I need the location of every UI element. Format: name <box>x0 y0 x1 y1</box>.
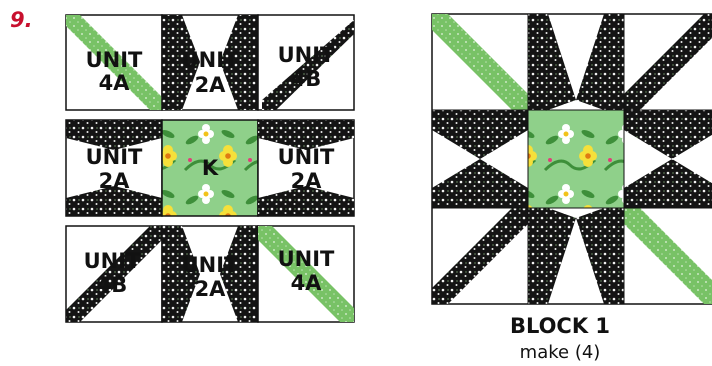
unit-2a-bottom-label-2: 2A <box>195 277 227 301</box>
unit-2a-label-2: 2A <box>195 73 227 97</box>
unit-4b-bottom-label-1: UNIT <box>84 249 141 273</box>
unit-2a-left-label-2: 2A <box>99 169 131 193</box>
unit-4a-bottom-label-2: 4A <box>291 271 323 295</box>
k-label: K <box>202 156 219 180</box>
unit-2a-left: UNIT 2A <box>66 120 162 216</box>
unit-4b-label-2: 4B <box>291 67 322 91</box>
block-quantity-note: make (4) <box>500 342 620 363</box>
unit-2a-right: UNIT 2A <box>258 120 354 216</box>
unit-2a-right-label-1: UNIT <box>278 145 335 169</box>
unit-4b-top: UNIT 4B <box>258 15 354 110</box>
unit-4b-bottom: UNIT 4B <box>66 226 162 322</box>
finished-block <box>432 14 712 304</box>
unit-4a-bottom: UNIT 4A <box>258 226 354 322</box>
unit-2a-label-1: UNIT <box>182 48 239 72</box>
unit-2a-left-label-1: UNIT <box>86 145 143 169</box>
unit-2a-bottom: UNIT 2A <box>162 226 258 322</box>
unit-2a-right-label-2: 2A <box>291 169 323 193</box>
unit-4a-bottom-label-1: UNIT <box>278 247 335 271</box>
unit-layout: UNIT 4A UNIT 2A UNIT 4B UNIT 2A K <box>66 15 354 322</box>
unit-4a-label-1: UNIT <box>86 48 143 72</box>
square-k: K <box>162 120 258 216</box>
unit-2a-top: UNIT 2A <box>162 15 258 110</box>
unit-4b-bottom-label-2: 4B <box>97 273 128 297</box>
unit-4b-label-1: UNIT <box>278 43 335 67</box>
unit-2a-bottom-label-1: UNIT <box>182 253 239 277</box>
unit-4a-top: UNIT 4A <box>66 15 162 110</box>
block-name: BLOCK 1 <box>500 314 620 338</box>
unit-4a-label-2: 4A <box>99 71 131 95</box>
